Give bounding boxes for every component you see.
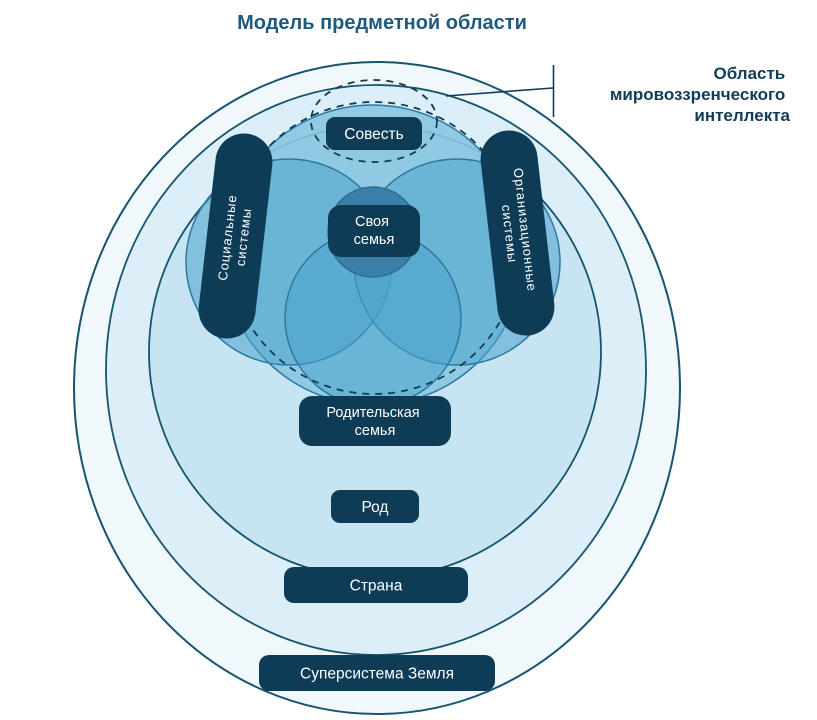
- clan-label: Род: [362, 499, 389, 516]
- clan-pill-bg: [331, 490, 419, 523]
- worldview-annotation: Область мировоззренческого интеллекта: [610, 64, 791, 125]
- own-family-label-line2: семья: [354, 232, 395, 248]
- callout-pointer-line: [445, 87, 554, 97]
- conscience-dashed-ellipse: [310, 79, 438, 163]
- annotation-callout: Область мировоззренческого интеллекта: [445, 64, 791, 125]
- country-pill: Страна: [284, 567, 468, 603]
- worldview-annotation-line2: мировоззренческого: [610, 85, 785, 104]
- country-label: Страна: [350, 578, 403, 595]
- own-family-pill-bg: [328, 205, 420, 257]
- own-family-label: Своя семья: [354, 214, 395, 248]
- own-family-pill: Своя семья: [328, 205, 420, 257]
- worldview-annotation-line1: Область: [713, 64, 785, 83]
- labels: Совесть Социальные системы Организационн…: [198, 117, 555, 691]
- worldview-annotation-line3: интеллекта: [694, 106, 790, 125]
- social-systems-label-line2: системы: [233, 207, 255, 267]
- conscience-pill: Совесть: [326, 117, 422, 150]
- country-pill-bg: [284, 567, 468, 603]
- own-family-label-line1: Своя: [355, 214, 389, 230]
- conscience-pill-bg: [326, 117, 422, 150]
- social-systems-pill: Социальные системы: [198, 133, 273, 339]
- org-systems-pill-bg: [480, 130, 555, 336]
- supersystem-earth-label: Суперсистема Земля: [300, 666, 454, 683]
- parental-family-pill-bg: [299, 396, 451, 446]
- org-systems-pill: Организационные системы: [480, 130, 555, 336]
- parental-family-label: Родительская семья: [326, 405, 423, 439]
- social-systems-pill-bg: [198, 133, 273, 339]
- parental-family-label-line1: Родительская: [326, 405, 419, 421]
- supersystem-earth-pill: Суперсистема Земля: [259, 655, 495, 691]
- supersystem-earth-pill-bg: [259, 655, 495, 691]
- parental-family-pill: Родительская семья: [299, 396, 451, 446]
- page-title: Модель предметной области: [237, 12, 527, 34]
- conscience-label: Совесть: [344, 126, 403, 143]
- parental-family-label-line2: семья: [355, 423, 396, 439]
- clan-pill: Род: [331, 490, 419, 523]
- org-systems-label-line2: системы: [499, 204, 521, 264]
